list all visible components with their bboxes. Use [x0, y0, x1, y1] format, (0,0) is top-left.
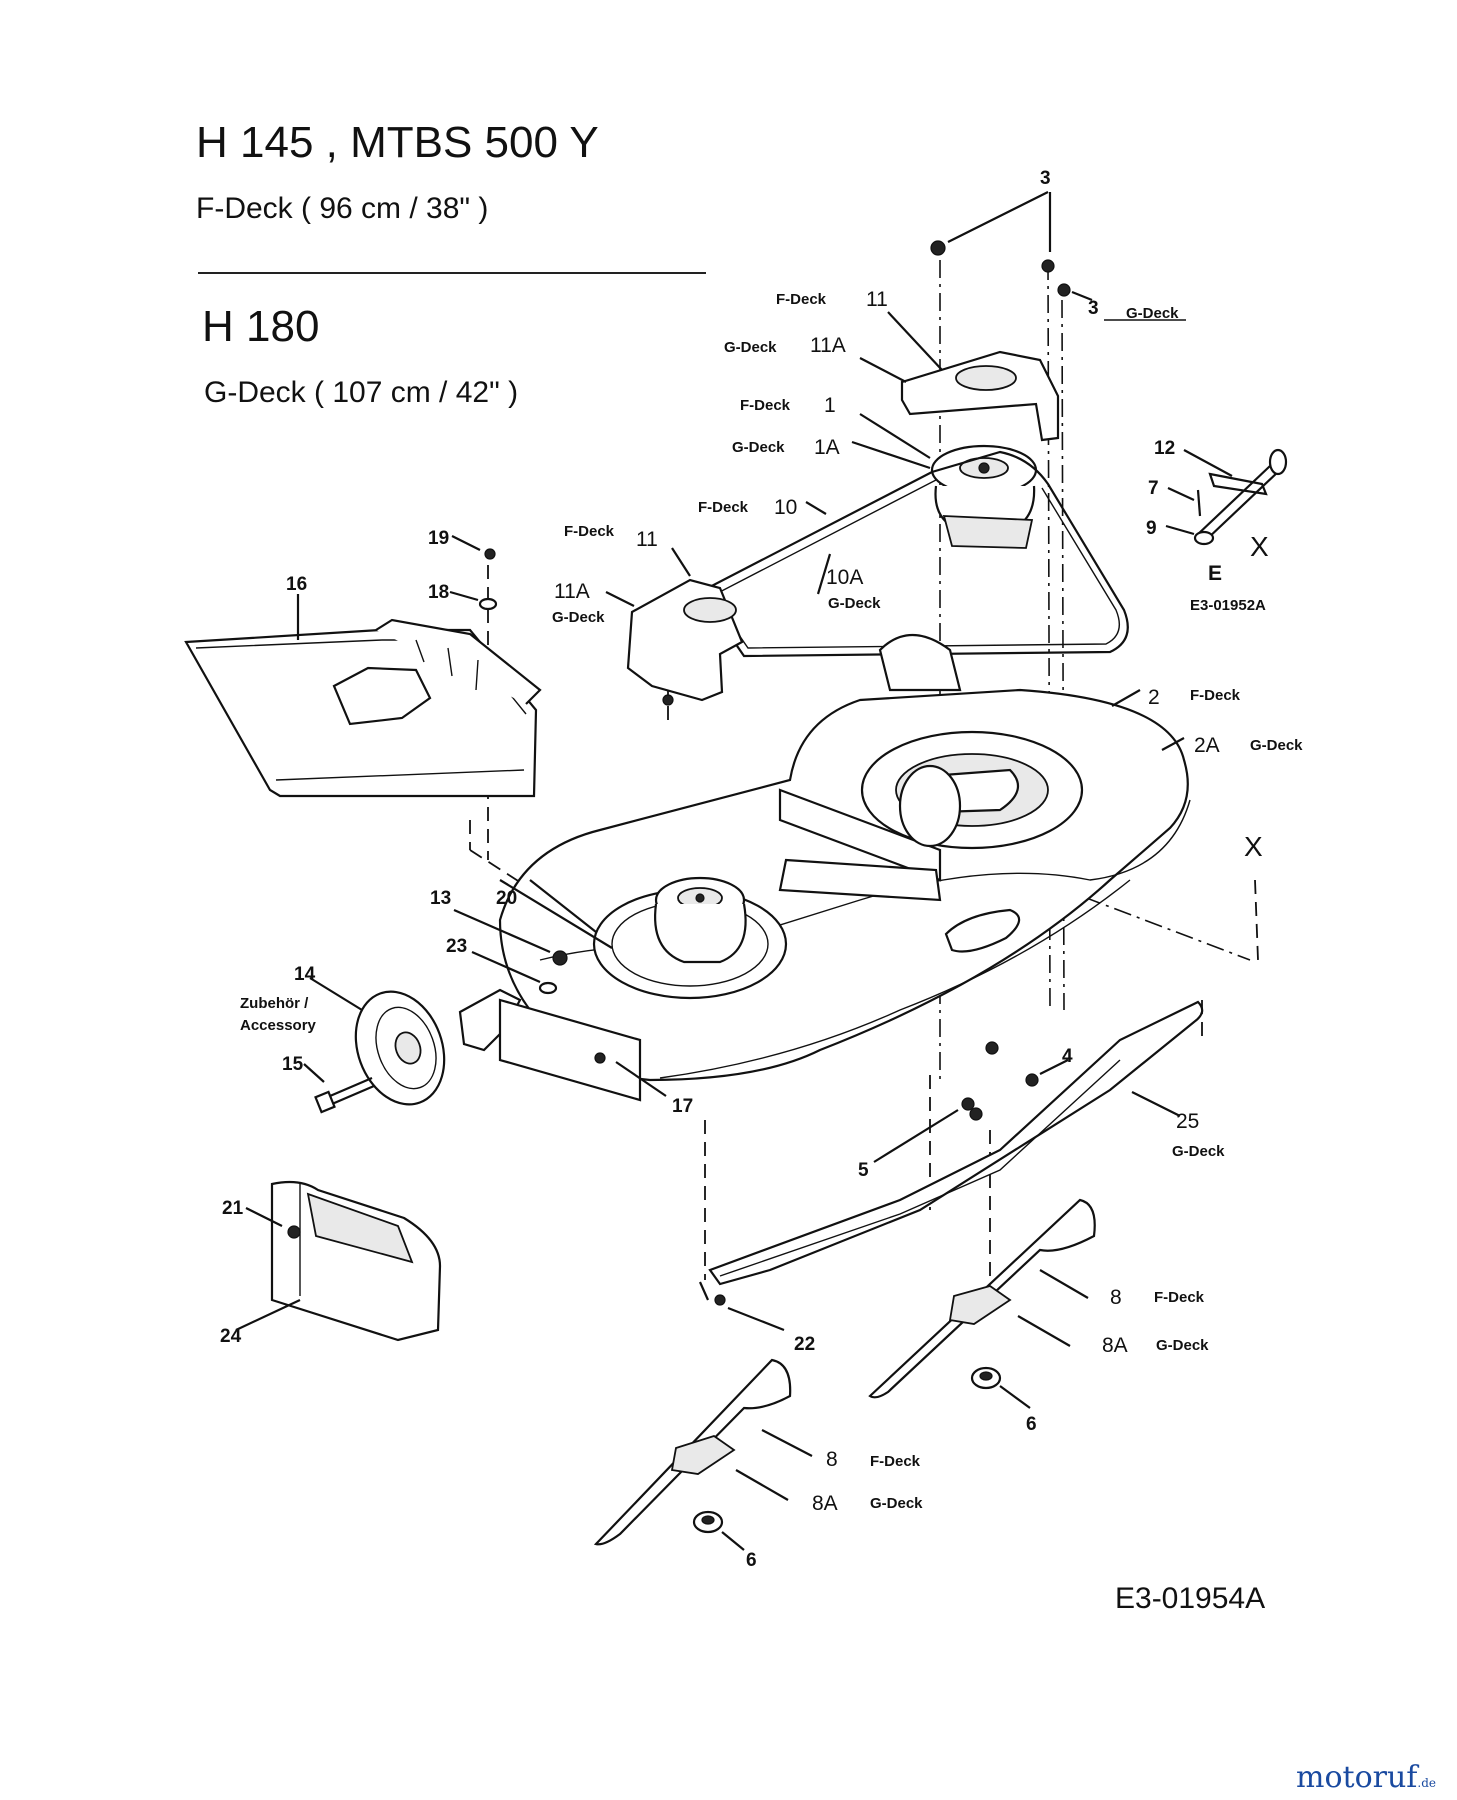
callout-6-right: 6 [1026, 1414, 1037, 1435]
callout-19: 19 [428, 528, 449, 549]
callout-X-detail: X [1250, 531, 1269, 562]
callout-11A-left-deck: G-Deck [552, 609, 605, 626]
callout-X-deck: X [1244, 831, 1263, 862]
belt-cover-part-11-top [900, 350, 1060, 442]
callout-14-note-1: Zubehör / [240, 995, 309, 1012]
callout-15: 15 [282, 1054, 304, 1075]
watermark-brand: motoruf [1296, 1760, 1418, 1795]
lever-detail-part-12 [1193, 448, 1288, 546]
callout-13: 13 [430, 888, 451, 909]
callout-2A: 2A [1194, 734, 1220, 757]
callout-20: 20 [496, 888, 517, 909]
belt-cover-part-11-left [626, 578, 744, 706]
callout-14-note-2: Accessory [240, 1017, 317, 1034]
callout-8A-left-deck: G-Deck [870, 1495, 923, 1512]
callout-5: 5 [858, 1160, 869, 1181]
callout-8-right-deck: F-Deck [1154, 1289, 1205, 1306]
callout-3: 3 [1040, 168, 1051, 189]
callout-3-deck-note: G-Deck [1126, 305, 1179, 322]
callout-2: 2 [1148, 686, 1160, 709]
callout-24: 24 [220, 1326, 242, 1347]
callout-11A-deck: G-Deck [724, 339, 777, 356]
watermark-suffix: .de [1417, 1776, 1437, 1790]
title-divider [198, 272, 706, 274]
callout-18: 18 [428, 582, 449, 603]
callout-21: 21 [222, 1198, 244, 1219]
callout-8-left: 8 [826, 1448, 838, 1471]
callout-11A-left: 11A [554, 580, 590, 603]
callout-17: 17 [672, 1096, 693, 1117]
callout-25: 25 [1176, 1110, 1199, 1133]
callout-23: 23 [446, 936, 467, 957]
callout-E: E [1208, 562, 1222, 585]
detail-code: E3-01952A [1190, 597, 1266, 614]
discharge-chute-part-16 [184, 618, 542, 798]
callout-11-deck: F-Deck [776, 291, 827, 308]
callout-16: 16 [286, 574, 307, 595]
deck-spec-f-deck: F-Deck ( 96 cm / 38" ) [196, 192, 489, 225]
callout-1A: 1A [814, 436, 840, 459]
motoruf-watermark: motoruf.de [1296, 1760, 1436, 1795]
callout-2-deck: F-Deck [1190, 687, 1241, 704]
callout-10: 10 [774, 496, 797, 519]
nut-part-3 [930, 240, 1071, 297]
callout-8A-right-deck: G-Deck [1156, 1337, 1209, 1354]
callout-12: 12 [1154, 438, 1175, 459]
callout-10A-deck: G-Deck [828, 595, 881, 612]
callout-8A-right: 8A [1102, 1334, 1128, 1357]
clutch-part-1 [930, 444, 1038, 549]
callout-11: 11 [866, 288, 888, 311]
front-bracket [458, 950, 642, 1102]
blade-part-8-left [593, 1358, 792, 1546]
mulch-plug-part-24 [270, 1180, 442, 1342]
callout-8A-left: 8A [812, 1492, 838, 1515]
callout-22: 22 [794, 1334, 815, 1355]
callout-10-deck: F-Deck [698, 499, 749, 516]
drive-belt-part-10 [698, 450, 1129, 658]
callout-11-left-deck: F-Deck [564, 523, 615, 540]
callout-8-left-deck: F-Deck [870, 1453, 921, 1470]
callout-8-right: 8 [1110, 1286, 1122, 1309]
deck-spec-g-deck: G-Deck ( 107 cm / 42" ) [204, 376, 519, 409]
gauge-wheel-part-14 [354, 990, 446, 1106]
mower-deck-part-2 [498, 633, 1191, 1082]
bolt-part-15 [314, 1076, 375, 1114]
callout-14: 14 [294, 964, 316, 985]
callout-2A-deck: G-Deck [1250, 737, 1303, 754]
spindle-assembly-part-20 [592, 876, 788, 1000]
callout-6-left: 6 [746, 1550, 757, 1571]
callout-11A: 11A [810, 334, 846, 357]
callout-4: 4 [1062, 1046, 1073, 1067]
callout-3-gdeck: 3 [1088, 298, 1099, 319]
callout-25-deck: G-Deck [1172, 1143, 1225, 1160]
model-title-h180: H 180 [202, 302, 320, 351]
callout-1A-deck: G-Deck [732, 439, 785, 456]
callout-9: 9 [1146, 518, 1157, 539]
baffle-part-25 [708, 1000, 1204, 1286]
drawing-code: E3-01954A [1115, 1582, 1266, 1615]
callout-1-deck: F-Deck [740, 397, 791, 414]
model-title-h145: H 145 , MTBS 500 Y [196, 118, 599, 167]
blade-part-8-right [868, 1198, 1096, 1399]
callout-7: 7 [1148, 478, 1159, 499]
callout-10A: 10A [826, 566, 863, 589]
callout-11-left: 11 [636, 528, 658, 551]
callout-1: 1 [824, 394, 836, 417]
